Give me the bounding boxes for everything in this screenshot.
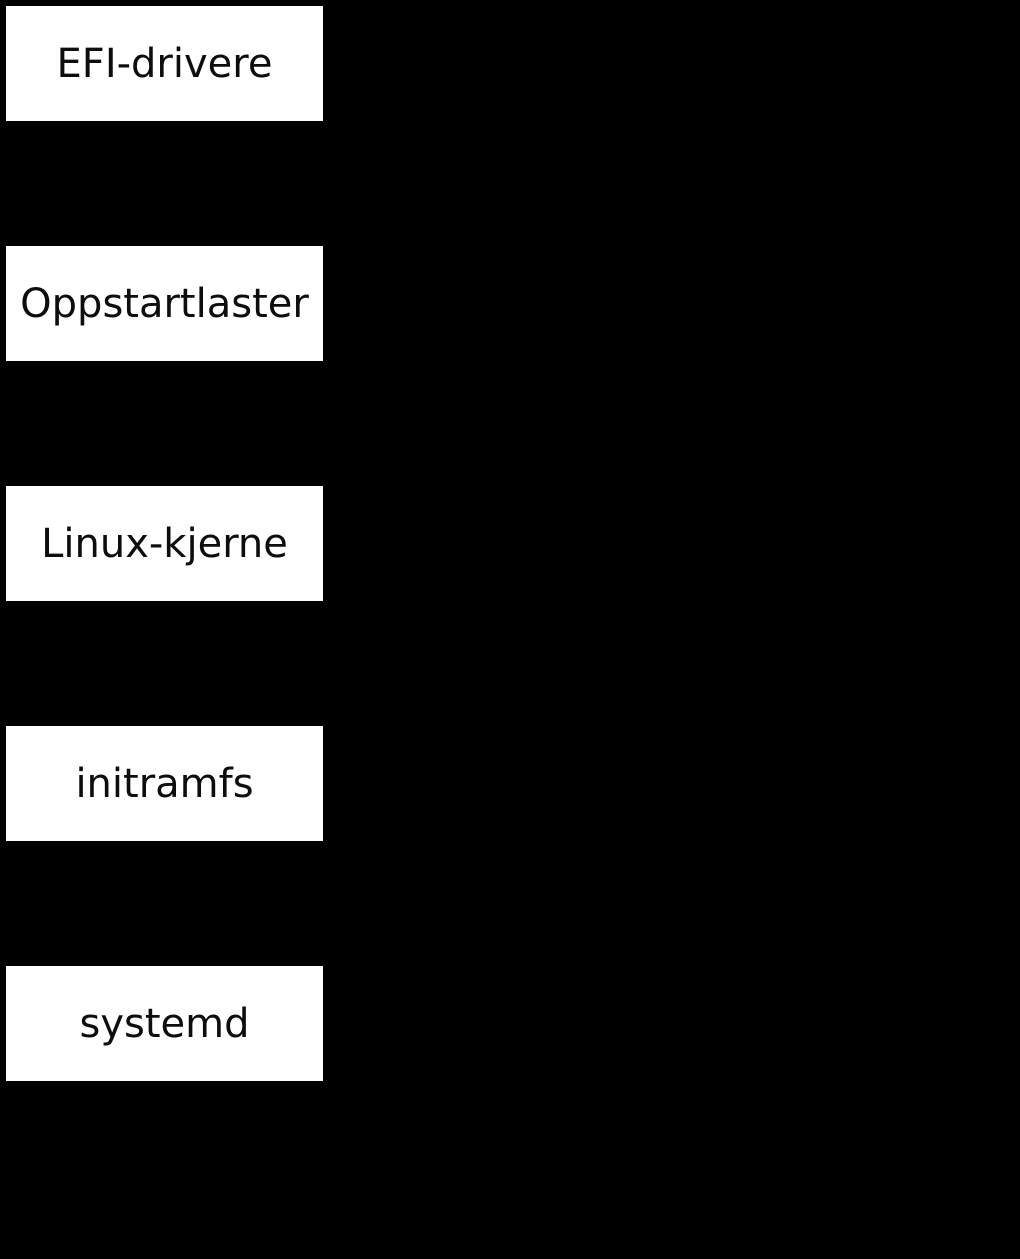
stage-box-oppstartlaster: Oppstartlaster <box>6 246 323 361</box>
stage-label-initramfs: initramfs <box>75 760 254 807</box>
stage-label-systemd: systemd <box>79 1000 250 1047</box>
stage-label-oppstartlaster: Oppstartlaster <box>20 280 309 327</box>
stage-box-linux-kjerne: Linux-kjerne <box>6 486 323 601</box>
stage-label-efi-drivere: EFI-drivere <box>56 40 273 87</box>
stage-box-systemd: systemd <box>6 966 323 1081</box>
stage-label-linux-kjerne: Linux-kjerne <box>41 520 288 567</box>
stage-box-initramfs: initramfs <box>6 726 323 841</box>
empty-background-region <box>323 0 1020 1259</box>
stage-box-efi-drivere: EFI-drivere <box>6 6 323 121</box>
